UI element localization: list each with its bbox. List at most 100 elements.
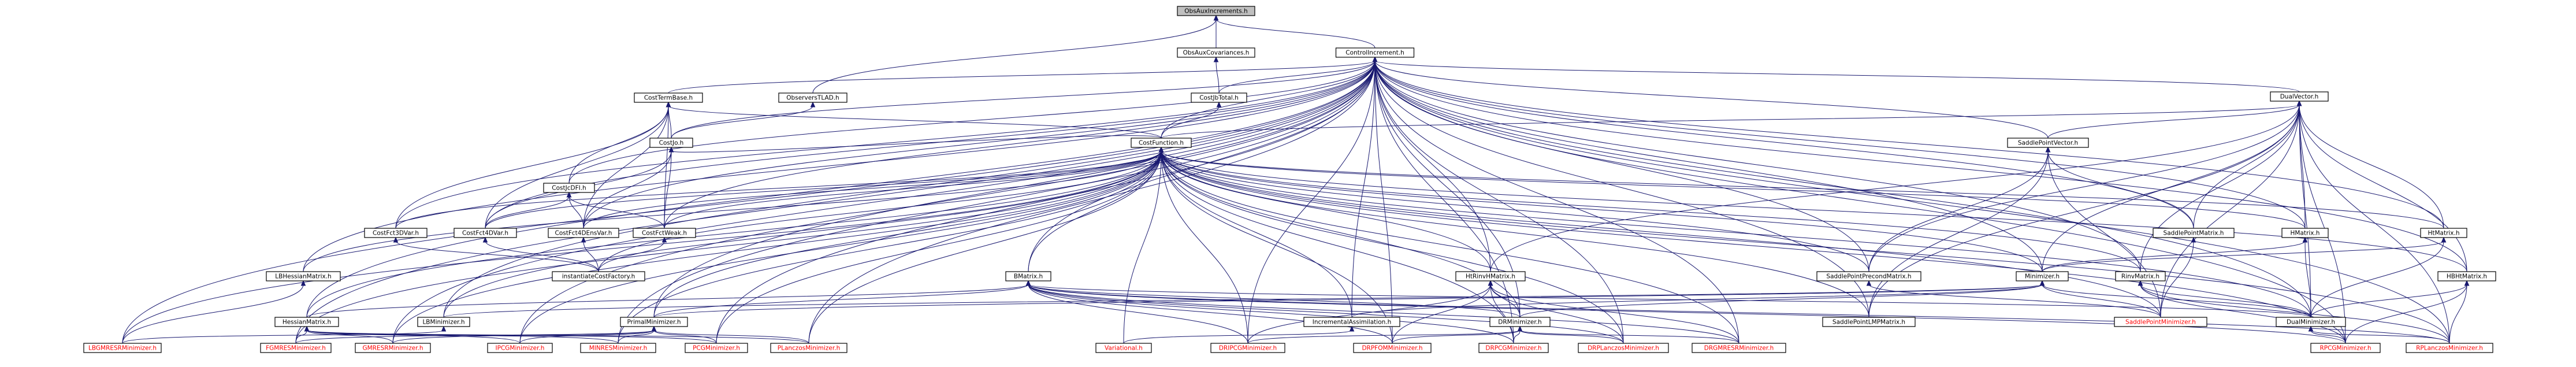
node-box[interactable] (633, 228, 696, 238)
node-dual-vector[interactable]: DualVector.h (2270, 91, 2329, 102)
node-lb-minimizer[interactable]: LBMinimizer.h (417, 317, 470, 327)
node-dripcg-minimizer[interactable]: DRIPCGMinimizer.h (1210, 343, 1285, 353)
node-box[interactable] (778, 92, 847, 103)
node-h-matrix[interactable]: HMatrix.h (2281, 228, 2329, 238)
node-box[interactable] (548, 228, 619, 238)
node-box[interactable] (620, 317, 688, 327)
node-box[interactable] (364, 228, 428, 238)
node-dual-minimizer[interactable]: DualMinimizer.h (2276, 317, 2346, 327)
node-cost-jo[interactable]: CostJo.h (649, 138, 693, 148)
node-drgmresr-minimizer[interactable]: DRGMRESRMinimizer.h (1692, 343, 1786, 353)
node-drp-lanczos-minimizer[interactable]: DRPLanczosMinimizer.h (1578, 343, 1669, 353)
node-fgmres-minimizer[interactable]: FGMRESMinimizer.h (260, 343, 332, 353)
node-box[interactable] (2270, 91, 2329, 102)
node-box[interactable] (1177, 47, 1255, 58)
node-cost-jc-dfi[interactable]: CostJcDFI.h (543, 183, 595, 193)
node-saddle-point-lmp-matrix[interactable]: SaddlePointLMPMatrix.h (1822, 317, 1916, 327)
node-box[interactable] (580, 343, 656, 353)
node-box[interactable] (634, 92, 703, 103)
node-box[interactable] (1578, 343, 1669, 353)
node-lbgmresr-minimizer[interactable]: LBGMRESRMinimizer.h (83, 343, 162, 353)
node-saddle-point-precond-matrix[interactable]: SaddlePointPrecondMatrix.h (1816, 271, 1921, 281)
node-obs-aux-increments[interactable]: ObsAuxIncrements.h (1177, 6, 1255, 16)
node-box[interactable] (2114, 317, 2207, 327)
node-minimizer[interactable]: Minimizer.h (2016, 271, 2069, 281)
node-label: SaddlePointLMPMatrix.h (1832, 319, 1905, 326)
node-drpfom-minimizer[interactable]: DRPFOMMinimizer.h (1353, 343, 1432, 353)
node-box[interactable] (2437, 271, 2496, 281)
node-box[interactable] (355, 343, 431, 353)
node-cost-fct-weak[interactable]: CostFctWeak.h (633, 228, 696, 238)
node-cost-function[interactable]: CostFunction.h (1131, 138, 1192, 148)
node-box[interactable] (1822, 317, 1916, 327)
node-saddle-point-vector[interactable]: SaddlePointVector.h (2007, 138, 2089, 148)
node-box[interactable] (1816, 271, 1921, 281)
node-cost-fct4-d-ens-var[interactable]: CostFct4DEnsVar.h (548, 228, 619, 238)
node-hb-ht-matrix[interactable]: HBHtMatrix.h (2437, 271, 2496, 281)
node-ipcg-minimizer[interactable]: IPCGMinimizer.h (487, 343, 553, 353)
node-box[interactable] (649, 138, 693, 148)
node-box[interactable] (552, 271, 645, 281)
node-rpcg-minimizer[interactable]: RPCGMinimizer.h (2310, 343, 2381, 353)
node-box[interactable] (1191, 92, 1247, 103)
node-box[interactable] (2406, 343, 2493, 353)
node-lb-hessian-matrix[interactable]: LBHessianMatrix.h (266, 271, 341, 281)
node-box[interactable] (454, 228, 517, 238)
node-cost-jb-total[interactable]: CostJbTotal.h (1191, 92, 1247, 103)
node-hessian-matrix[interactable]: HessianMatrix.h (274, 317, 339, 327)
node-box[interactable] (83, 343, 162, 353)
node-box[interactable] (2007, 138, 2089, 148)
node-box[interactable] (1455, 271, 1526, 281)
node-rinv-matrix[interactable]: RinvMatrix.h (2115, 271, 2166, 281)
node-dr-minimizer[interactable]: DRMinimizer.h (1489, 317, 1551, 327)
node-box[interactable] (1005, 271, 1051, 281)
node-box[interactable] (1489, 317, 1551, 327)
node-box[interactable] (543, 183, 595, 193)
node-p-lanczos-minimizer[interactable]: PLanczosMinimizer.h (770, 343, 847, 353)
node-box[interactable] (1353, 343, 1432, 353)
node-box[interactable] (2281, 228, 2329, 238)
node-b-matrix[interactable]: BMatrix.h (1005, 271, 1051, 281)
node-obs-aux-covariances[interactable]: ObsAuxCovariances.h (1177, 47, 1255, 58)
node-box[interactable] (2115, 271, 2166, 281)
node-box[interactable] (260, 343, 332, 353)
node-incremental-assimilation[interactable]: IncrementalAssimilation.h (1303, 317, 1400, 327)
node-minres-minimizer[interactable]: MINRESMinimizer.h (580, 343, 656, 353)
node-box[interactable] (1478, 343, 1549, 353)
node-box[interactable] (2276, 317, 2346, 327)
node-gmresr-minimizer[interactable]: GMRESRMinimizer.h (355, 343, 431, 353)
node-primal-minimizer[interactable]: PrimalMinimizer.h (620, 317, 688, 327)
node-cost-term-base[interactable]: CostTermBase.h (634, 92, 703, 103)
node-box[interactable] (1177, 6, 1255, 16)
node-ht-rinv-h-matrix[interactable]: HtRinvHMatrix.h (1455, 271, 1526, 281)
node-box[interactable] (1303, 317, 1400, 327)
edge-arrowhead-icon (1158, 146, 1164, 153)
node-cost-fct4-d-var[interactable]: CostFct4DVar.h (454, 228, 517, 238)
node-box[interactable] (1692, 343, 1786, 353)
node-box[interactable] (2420, 228, 2467, 238)
node-box[interactable] (1335, 47, 1415, 58)
node-box[interactable] (266, 271, 341, 281)
node-variational[interactable]: Variational.h (1095, 343, 1152, 353)
node-ht-matrix[interactable]: HtMatrix.h (2420, 228, 2467, 238)
node-saddle-point-matrix[interactable]: SaddlePointMatrix.h (2153, 228, 2235, 238)
node-box[interactable] (1095, 343, 1152, 353)
node-box[interactable] (770, 343, 847, 353)
node-observers-tlad[interactable]: ObserversTLAD.h (778, 92, 847, 103)
node-control-increment[interactable]: ControlIncrement.h (1335, 47, 1415, 58)
node-cost-fct3-d-var[interactable]: CostFct3DVar.h (364, 228, 428, 238)
node-pcg-minimizer[interactable]: PCGMinimizer.h (685, 343, 748, 353)
node-box[interactable] (1131, 138, 1192, 148)
node-box[interactable] (417, 317, 470, 327)
node-box[interactable] (274, 317, 339, 327)
node-saddle-point-minimizer[interactable]: SaddlePointMinimizer.h (2114, 317, 2207, 327)
node-drpcg-minimizer[interactable]: DRPCGMinimizer.h (1478, 343, 1549, 353)
node-rp-lanczos-minimizer[interactable]: RPLanczosMinimizer.h (2406, 343, 2493, 353)
node-box[interactable] (2310, 343, 2381, 353)
node-box[interactable] (685, 343, 748, 353)
node-box[interactable] (487, 343, 553, 353)
node-instantiate-cost-factory[interactable]: instantiateCostFactory.h (552, 271, 645, 281)
node-box[interactable] (2153, 228, 2235, 238)
node-box[interactable] (2016, 271, 2069, 281)
node-box[interactable] (1210, 343, 1285, 353)
